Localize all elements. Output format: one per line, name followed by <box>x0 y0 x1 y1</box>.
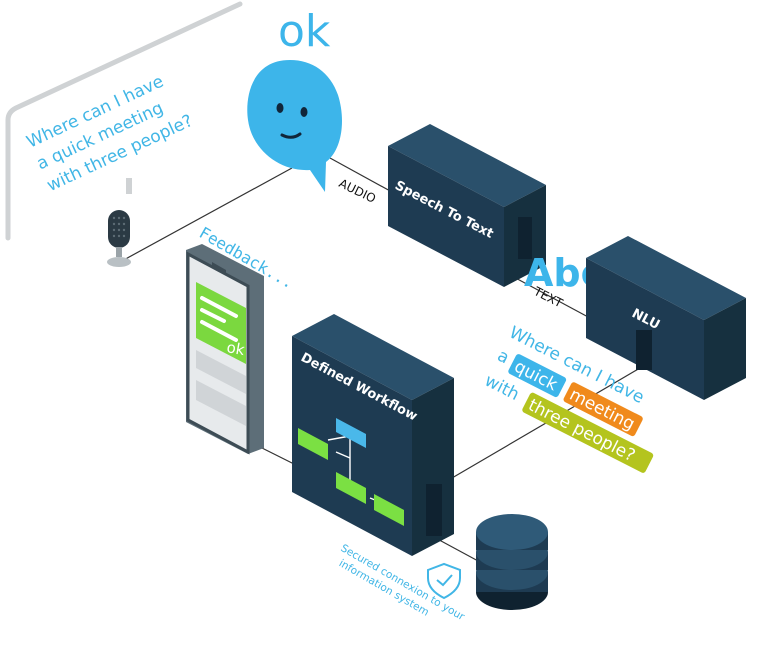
people-tag <box>522 392 654 473</box>
meeting-tag <box>563 382 643 437</box>
stt-box: Speech To Text <box>388 124 546 287</box>
speech-panel-frame <box>5 1 243 241</box>
line-text-to-nlu <box>509 274 591 319</box>
speech-panel-tick <box>126 178 132 194</box>
microphone-icon <box>107 210 131 267</box>
secured-connexion-text: Secured connexion to your information sy… <box>337 542 468 623</box>
speech-panel: Where can I have a quick meeting with th… <box>5 1 243 241</box>
quick-tag <box>508 354 567 398</box>
workflow-graph <box>298 418 404 526</box>
shield-check-icon <box>427 562 461 600</box>
speech-bubble-icon <box>247 60 342 192</box>
phone-ok-label: ok <box>225 338 246 359</box>
nlu-box: NLU <box>586 236 746 400</box>
database-icon <box>476 514 548 610</box>
parsed-word-a: a <box>494 346 512 369</box>
bubble-ok-label: ok <box>278 6 331 57</box>
workflow-box: Defined Workflow <box>292 314 454 556</box>
smartphone-icon: ok <box>186 244 264 455</box>
line-mic-to-bubble <box>119 167 293 263</box>
secured-line-1: Secured connexion to your <box>339 542 468 623</box>
speech-text: Where can I have a quick meeting with th… <box>24 72 196 196</box>
line-audio-to-stt <box>329 157 393 193</box>
